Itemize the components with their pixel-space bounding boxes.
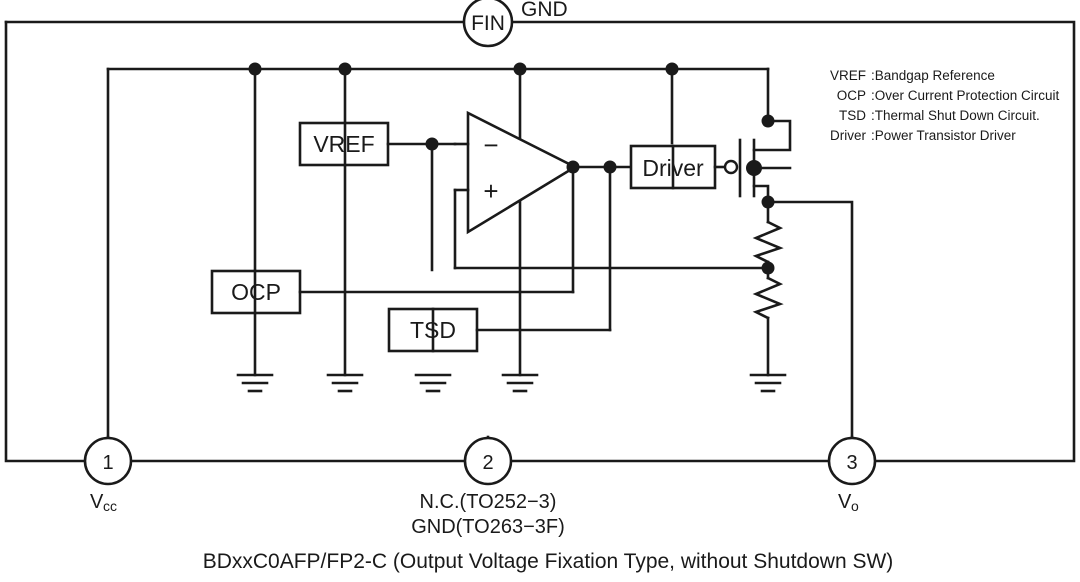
- pin-3-label-sub: o: [851, 498, 859, 514]
- pin-1-label: V cc: [90, 491, 117, 514]
- pin-1-label-main: V: [90, 491, 104, 513]
- legend-value-ocp: :Over Current Protection Circuit: [871, 88, 1060, 103]
- ocp-label: OCP: [231, 279, 281, 305]
- rail-drops: [253, 67, 770, 377]
- diagram-caption: BDxxC0AFP/FP2-C (Output Voltage Fixation…: [203, 550, 894, 573]
- junction-dots: [248, 62, 775, 275]
- legend-value-driver: :Power Transistor Driver: [871, 128, 1016, 143]
- pin-circles: [83, 436, 877, 486]
- pin-2-label-main: N.C.(TO252−3): [420, 491, 557, 513]
- pin-1-number: 1: [102, 452, 113, 474]
- vref-label: VREF: [313, 131, 374, 157]
- pin-2-number: 2: [482, 452, 493, 474]
- fin-node: [462, 0, 514, 48]
- pin-2-label-line2: GND(TO263−3F): [411, 516, 565, 538]
- legend-key-driver: Driver: [830, 128, 867, 143]
- mosfet: [738, 119, 792, 204]
- output-net: [766, 200, 854, 439]
- gnd-label: GND: [521, 0, 568, 21]
- ground-symbols: [236, 373, 787, 393]
- tsd-label: TSD: [410, 317, 456, 343]
- legend-key-tsd: TSD: [839, 108, 866, 123]
- fin-label: FIN: [471, 12, 505, 35]
- opamp-noninverting-sign: +: [483, 176, 498, 206]
- legend-value-vref: :Bandgap Reference: [871, 68, 995, 83]
- vcc-rail: [106, 67, 770, 439]
- pin-3-number: 3: [846, 452, 857, 474]
- driver-label: Driver: [642, 155, 704, 181]
- legend-key-vref: VREF: [830, 68, 866, 83]
- opamp: [453, 110, 770, 270]
- legend-key-ocp: OCP: [837, 88, 866, 103]
- legend: VREF :Bandgap Reference OCP :Over Curren…: [830, 68, 1060, 143]
- pin-2-label: N.C.(TO252−3) GND(TO263−3F): [411, 491, 565, 538]
- pin-1-label-sub: cc: [103, 498, 117, 514]
- resistor-divider: [752, 200, 784, 377]
- legend-value-tsd: :Thermal Shut Down Circuit.: [871, 108, 1040, 123]
- opamp-inverting-sign: −: [483, 130, 498, 160]
- pin-3-label: V o: [838, 491, 859, 514]
- pin-3-label-main: V: [838, 491, 852, 513]
- block-stubs: [253, 121, 675, 353]
